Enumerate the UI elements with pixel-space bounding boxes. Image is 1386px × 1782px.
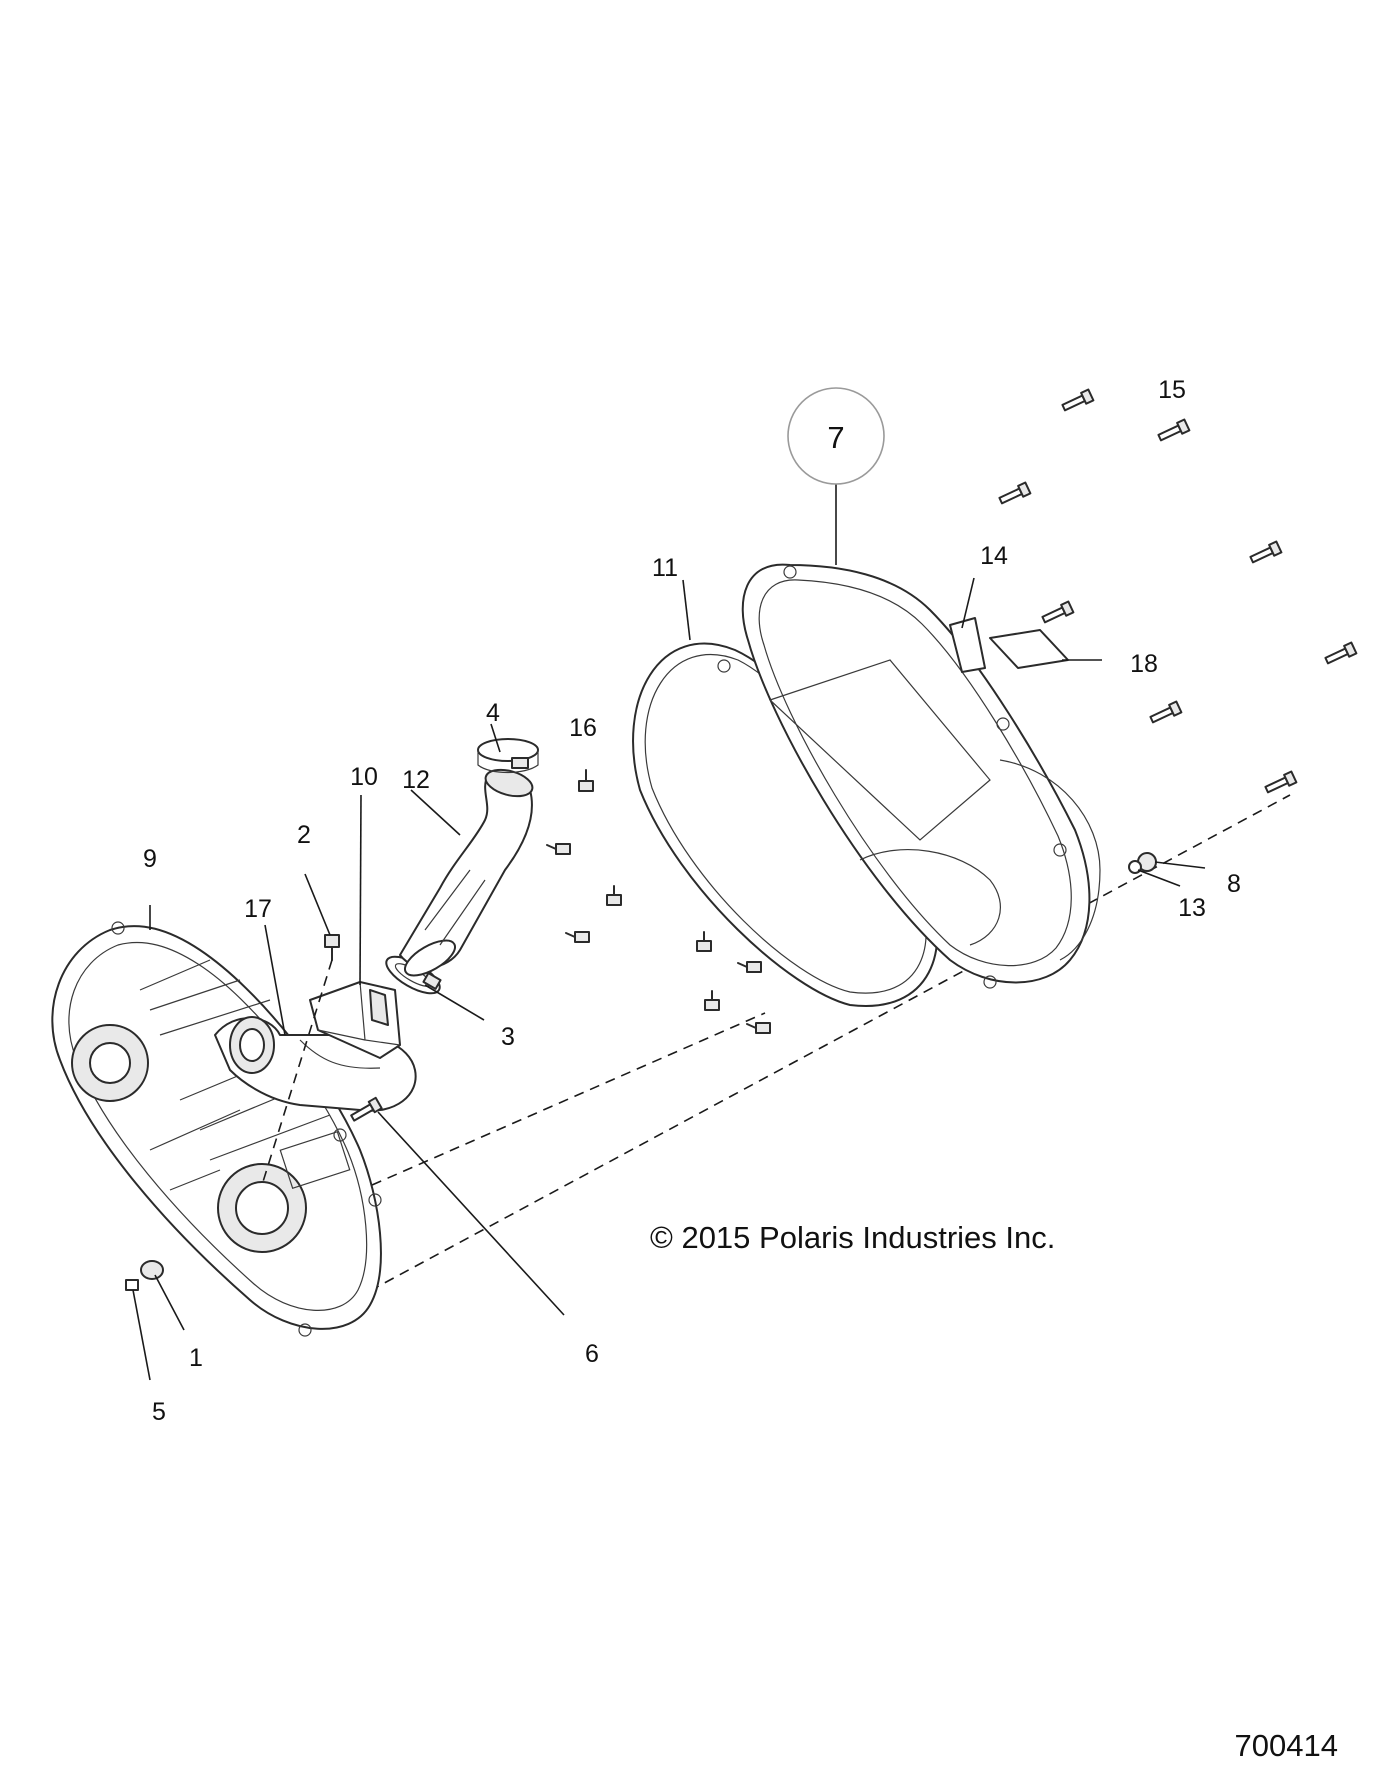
callout-2: 2 <box>297 821 311 849</box>
alignment-dashed-lines <box>324 794 1291 1316</box>
callout-18: 18 <box>1130 650 1158 678</box>
part-7-outer-clutch-cover <box>717 563 1101 989</box>
callout-1: 1 <box>189 1344 203 1372</box>
callout-7-circle <box>787 387 885 485</box>
part-9-inner-clutch-cover <box>51 921 382 1337</box>
part-4-hose-clamp <box>477 738 539 774</box>
callout-5: 5 <box>152 1398 166 1426</box>
callout-14: 14 <box>980 542 1008 570</box>
callout-8: 8 <box>1227 870 1241 898</box>
callout-3: 3 <box>501 1023 515 1051</box>
part-6-screw <box>350 1096 383 1122</box>
part-1-plug <box>140 1260 164 1280</box>
part-15-cover-screws <box>998 388 1358 794</box>
callout-17: 17 <box>244 895 272 923</box>
callout-11: 11 <box>652 554 678 582</box>
callout-15: 15 <box>1158 376 1186 404</box>
part-18-decal <box>989 629 1069 669</box>
part-2-screw <box>324 934 340 961</box>
copyright-notice: © 2015 Polaris Industries Inc. <box>650 1220 1055 1255</box>
callout-16: 16 <box>569 714 597 742</box>
figure-number: 700414 <box>1235 1728 1338 1763</box>
callout-labels: 7 15 14 18 11 8 13 4 16 12 10 2 9 17 3 6… <box>143 376 1241 1426</box>
part-14-decal <box>949 617 986 673</box>
callout-10: 10 <box>350 763 378 791</box>
callout-13: 13 <box>1178 894 1206 922</box>
callout-7: 7 <box>827 420 844 455</box>
callout-6: 6 <box>585 1340 599 1368</box>
part-12-elbow-duct <box>399 768 534 977</box>
part-5-bolt <box>125 1279 139 1291</box>
callout-9: 9 <box>143 845 157 873</box>
callout-leader-lines <box>132 484 1206 1381</box>
part-16-cover-screws <box>546 769 771 1034</box>
callout-12: 12 <box>402 766 430 794</box>
callout-4: 4 <box>486 699 500 727</box>
